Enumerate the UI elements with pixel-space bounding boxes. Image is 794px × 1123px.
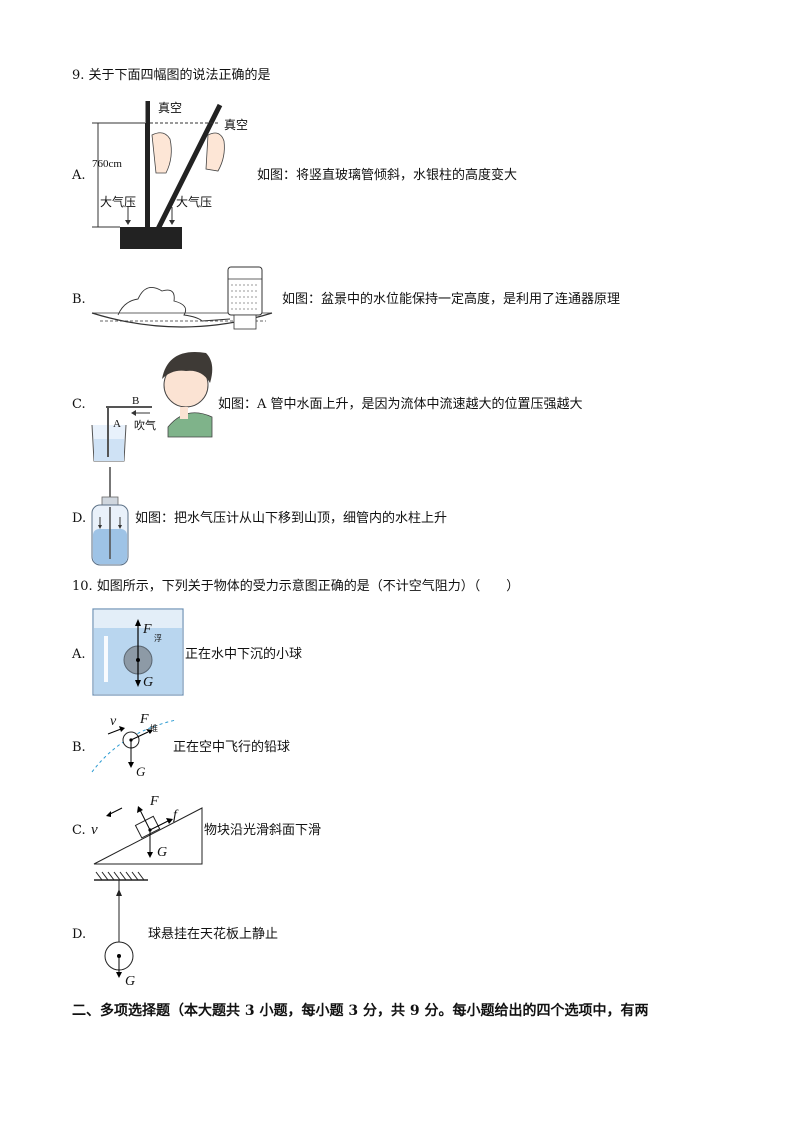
q10-option-d-letter: D. [72, 927, 87, 942]
q10-b-label-f-sub: 推 [150, 724, 158, 733]
q10-stem: 10. 如图所示，下列关于物体的受力示意图正确的是（不计空气阻力）（ ） [72, 579, 520, 594]
q9-option-a-letter: A. [72, 168, 86, 183]
section2-heading: 二、多项选择题（本大题共 3 小题，每小题 3 分，共 9 分。每小题给出的四个… [72, 1003, 649, 1019]
q9-a-label-atm2: 大气压 [176, 195, 213, 209]
q9-option-a-text: 如图：将竖直玻璃管倾斜，水银柱的高度变大 [257, 168, 518, 183]
q10-b-label-v: v [110, 714, 117, 729]
q9-stem: 9. 关于下面四幅图的说法正确的是 [72, 68, 271, 83]
q9-a-label-atm1: 大气压 [100, 195, 137, 209]
q10-option-b-text: 正在空中飞行的铅球 [173, 740, 291, 755]
q10-c-label-g: G [157, 845, 168, 860]
q9-figure-b-bonsai [91, 266, 273, 330]
q9-option-b-text: 如图：盆景中的水位能保持一定高度，是利用了连通器原理 [282, 292, 621, 307]
q10-option-d-text: 球悬挂在天花板上静止 [148, 927, 279, 942]
q9-a-label-height: 760cm [92, 158, 122, 170]
q10-a-label-g: G [143, 675, 154, 690]
q10-option-a-text: 正在水中下沉的小球 [185, 647, 303, 662]
q10-figure-b-shot-put [91, 719, 177, 773]
q10-a-label-f-sub: 浮 [154, 634, 162, 643]
q10-c-label-friction: f [173, 808, 177, 823]
q10-a-label-f: F [143, 622, 152, 637]
q10-figure-a-sinking-ball [92, 608, 184, 696]
q9-option-b-letter: B. [72, 292, 86, 307]
q10-b-label-g: G [136, 764, 146, 779]
q10-option-c-letter: C. [72, 823, 86, 838]
q9-c-label-b: B [132, 395, 140, 407]
q10-figure-d-hanging-ball [94, 871, 148, 978]
q10-d-label-g: G [125, 974, 136, 989]
q9-figure-c-blowing [91, 352, 213, 462]
q9-option-c-text: 如图：A 管中水面上升，是因为流体中流速越大的位置压强越大 [218, 397, 583, 412]
q9-a-label-vacuum1: 真空 [158, 101, 183, 115]
q9-option-d-letter: D. [72, 511, 87, 526]
q10-option-c-text: 物块沿光滑斜面下滑 [204, 823, 322, 838]
q10-figure-c-incline [93, 806, 203, 865]
q9-option-d-text: 如图：把水气压计从山下移到山顶，细管内的水柱上升 [135, 511, 448, 526]
q10-c-label-f: F [150, 794, 159, 809]
q9-a-label-vacuum2: 真空 [224, 118, 249, 132]
q9-c-label-a: A [113, 418, 121, 430]
q9-figure-a-barometer [92, 101, 225, 249]
q9-option-c-letter: C. [72, 397, 86, 412]
q10-option-a-letter: A. [72, 647, 86, 662]
q9-figure-d-barometer-bottle [91, 467, 129, 566]
q10-option-b-letter: B. [72, 740, 86, 755]
q10-c-label-v: v [91, 822, 98, 838]
q9-c-label-blow: 吹气 [134, 419, 156, 432]
q10-b-label-f: F [140, 712, 149, 727]
